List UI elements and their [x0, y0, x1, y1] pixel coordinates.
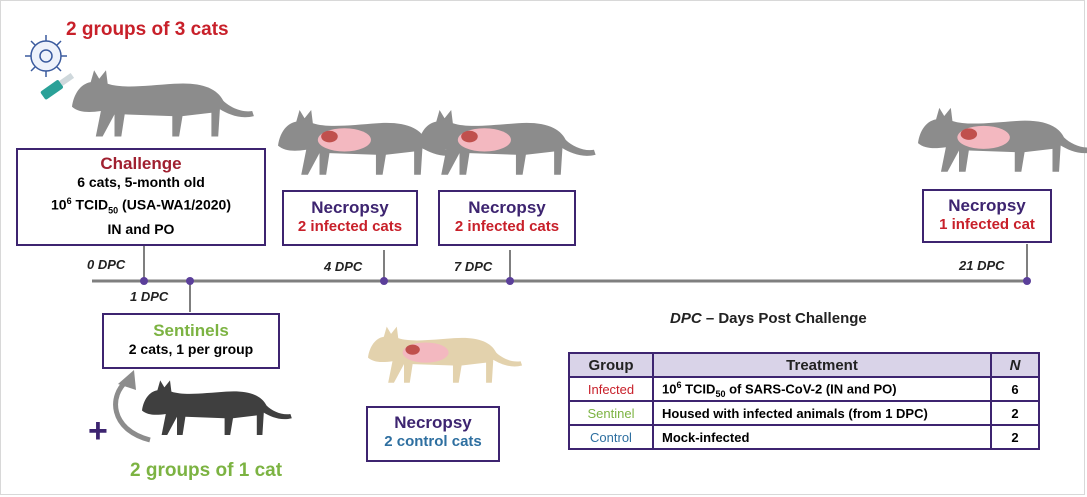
- sentinels-box: Sentinels 2 cats, 1 per group: [102, 313, 280, 369]
- timeline-markers: [140, 277, 1031, 285]
- necropsy-detail: 2 infected cats: [297, 218, 403, 235]
- table-row: Sentinel Housed with infected animals (f…: [568, 400, 1040, 426]
- dpc-label-21: 21 DPC: [959, 258, 1005, 273]
- table-row: Control Mock-infected 2: [568, 424, 1040, 450]
- dpc-label-4: 4 DPC: [324, 259, 363, 274]
- sentinels-detail: 2 cats, 1 per group: [128, 341, 254, 357]
- necropsy-cat-icon-21dpc: [918, 107, 1087, 172]
- sentinels-title: Sentinels: [153, 321, 229, 340]
- dpc-label-7: 7 DPC: [454, 259, 493, 274]
- row-treatment: 106 TCID50 of SARS-CoV-2 (IN and PO): [652, 376, 992, 402]
- table-header-row: Group Treatment N: [568, 352, 1040, 378]
- challenge-dose: 106 TCID50 (USA-WA1/2020): [51, 196, 231, 216]
- header-n: N: [990, 352, 1040, 378]
- challenge-route: IN and PO: [107, 221, 175, 238]
- control-necropsy-title: Necropsy: [394, 413, 472, 432]
- row-treatment: Housed with infected animals (from 1 DPC…: [652, 400, 992, 426]
- row-n: 2: [990, 424, 1040, 450]
- challenge-box: Challenge 6 cats, 5-month old 106 TCID50…: [16, 148, 266, 246]
- control-necropsy-box: Necropsy 2 control cats: [366, 406, 500, 462]
- dpc-label-0: 0 DPC: [87, 257, 126, 272]
- challenge-title: Challenge: [100, 154, 182, 173]
- dropper-icon: [40, 72, 75, 100]
- necropsy-cat-icon-7dpc: [418, 109, 596, 175]
- header-group: Group: [568, 352, 654, 378]
- necropsy-detail: 2 infected cats: [454, 218, 560, 235]
- header-treatment: Treatment: [652, 352, 992, 378]
- header-title: 2 groups of 3 cats: [66, 19, 229, 40]
- row-treatment: Mock-infected: [652, 424, 992, 450]
- dpc-legend-title: DPC – Days Post Challenge: [670, 310, 867, 327]
- necropsy-cat-icon-4dpc: [278, 109, 456, 175]
- plus-icon: +: [88, 412, 108, 450]
- treatment-table: Group Treatment N Infected 106 TCID50 of…: [568, 352, 1040, 450]
- necropsy-box-7dpc: Necropsy 2 infected cats: [438, 190, 576, 246]
- arrow-head-icon: [118, 370, 136, 390]
- sentinel-cat-icon: [142, 380, 292, 435]
- row-group: Control: [568, 424, 654, 450]
- row-n: 6: [990, 376, 1040, 402]
- row-group: Sentinel: [568, 400, 654, 426]
- control-cat-icon: [368, 326, 523, 383]
- dpc-label-1: 1 DPC: [130, 289, 169, 304]
- row-n: 2: [990, 400, 1040, 426]
- necropsy-box-4dpc: Necropsy 2 infected cats: [282, 190, 418, 246]
- virus-icon: [25, 35, 67, 77]
- necropsy-title: Necropsy: [948, 196, 1026, 215]
- control-necropsy-detail: 2 control cats: [384, 433, 482, 450]
- row-group: Infected: [568, 376, 654, 402]
- sentinels-footer: 2 groups of 1 cat: [130, 460, 283, 481]
- table-row: Infected 106 TCID50 of SARS-CoV-2 (IN an…: [568, 376, 1040, 402]
- necropsy-detail: 1 infected cat: [939, 216, 1035, 233]
- necropsy-title: Necropsy: [311, 198, 389, 217]
- challenge-cohort: 6 cats, 5-month old: [77, 174, 205, 190]
- necropsy-title: Necropsy: [468, 198, 546, 217]
- necropsy-box-21dpc: Necropsy 1 infected cat: [922, 189, 1052, 243]
- challenge-cat-icon: [72, 70, 254, 137]
